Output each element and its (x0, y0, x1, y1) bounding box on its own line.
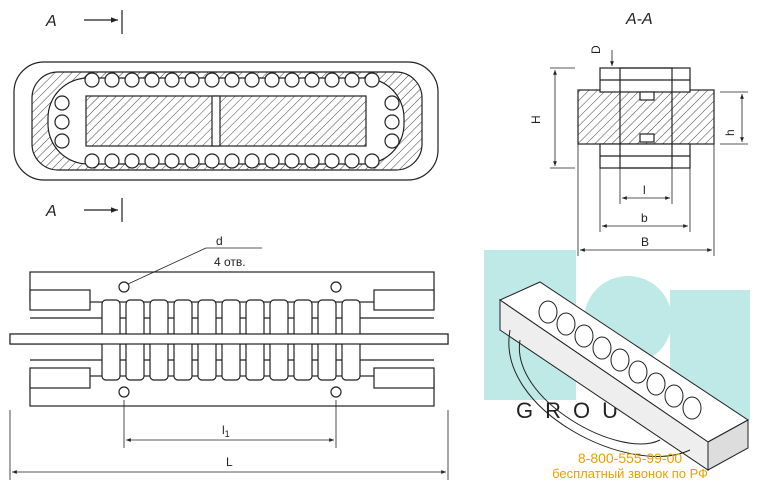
contact-block: 8-800-555-99-00 бесплатный звонок по РФ (552, 450, 708, 482)
dim-B: B (641, 235, 649, 249)
dim-L: L (226, 455, 233, 469)
dim-D: D (589, 45, 603, 54)
dim-H: H (529, 115, 543, 124)
mounting-holes (118, 281, 342, 398)
section-arrows (84, 10, 123, 222)
isometric-illustration (498, 281, 749, 471)
dim-h: h (723, 129, 737, 136)
top-rollers-lower (84, 153, 380, 169)
dim-l: l (643, 183, 646, 197)
top-view (13, 61, 439, 181)
front-view (9, 247, 449, 480)
dim-b: b (641, 211, 648, 225)
iso-rollers (538, 300, 702, 420)
holes-note: 4 отв. (214, 255, 246, 269)
top-rollers-upper (84, 72, 380, 88)
phone-number[interactable]: 8-800-555-99-00 (577, 450, 683, 466)
dim-l1: l1 (222, 423, 230, 439)
section-label-bottom: A (45, 203, 57, 220)
watermark-text: GROU (516, 398, 630, 423)
top-rollers-ends (54, 95, 400, 149)
section-view (550, 50, 748, 256)
section-label-top: A (45, 13, 57, 30)
free-call-note: бесплатный звонок по РФ (552, 466, 708, 481)
dim-d: d (216, 234, 223, 248)
section-title: A-A (625, 11, 653, 28)
